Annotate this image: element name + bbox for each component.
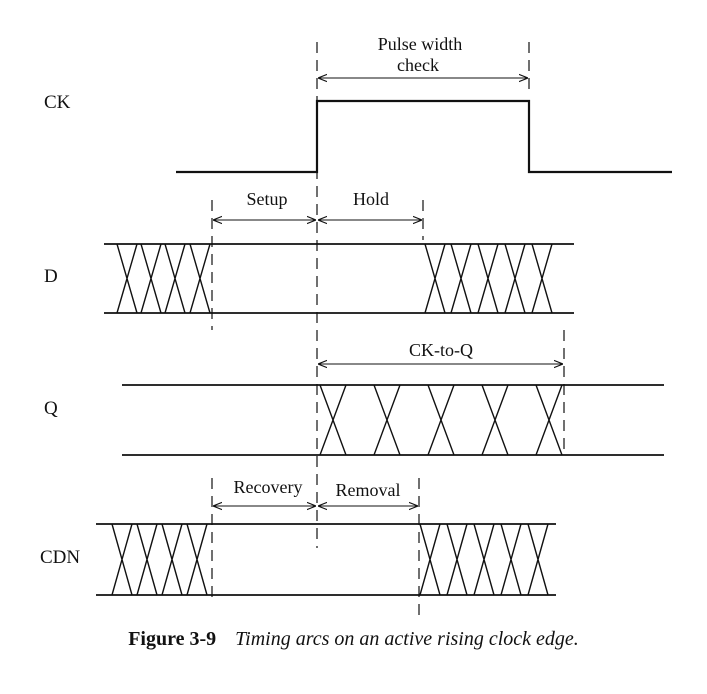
cdn-transition-hatch-right: [419, 523, 549, 596]
pulse-width-label-line2: check: [397, 55, 439, 75]
ck-to-q-label: CK-to-Q: [409, 340, 473, 360]
figure-caption: Figure 3-9 Timing arcs on an active risi…: [0, 628, 707, 651]
signal-label-q: Q: [44, 398, 58, 419]
ck-waveform: [176, 99, 672, 174]
signal-label-d: D: [44, 266, 58, 287]
signal-label-cdn: CDN: [40, 547, 80, 568]
signal-label-ck: CK: [44, 92, 71, 113]
recovery-label: Recovery: [234, 477, 303, 497]
pulse-width-label-line1: Pulse width: [378, 34, 463, 54]
figure-number: Figure 3-9: [128, 628, 217, 650]
d-transition-hatch-right: [424, 243, 553, 314]
figure-caption-text: Timing arcs on an active rising clock ed…: [235, 628, 579, 650]
q-transition-hatch: [319, 384, 563, 456]
removal-label: Removal: [336, 480, 401, 500]
cdn-waveform: [96, 523, 556, 596]
cdn-transition-hatch-left: [111, 523, 208, 596]
setup-label: Setup: [246, 189, 287, 209]
q-waveform: [122, 384, 664, 456]
d-waveform: [104, 243, 574, 314]
d-transition-hatch-left: [116, 243, 211, 314]
hold-label: Hold: [353, 189, 389, 209]
